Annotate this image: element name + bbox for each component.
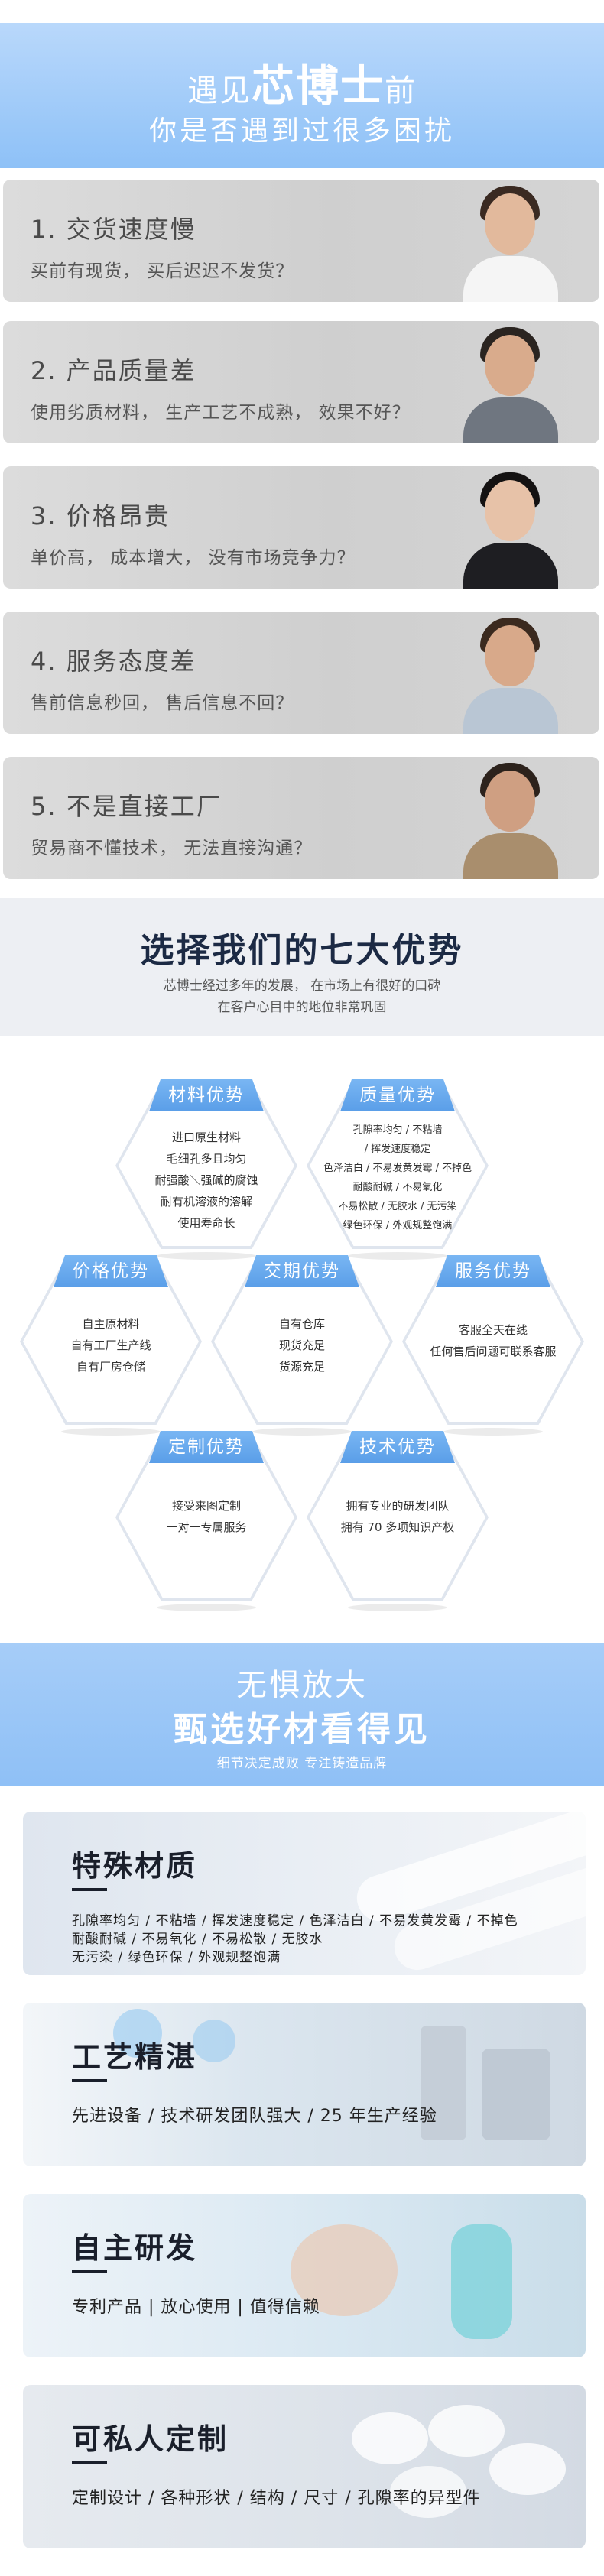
feature-line-1: 孔隙率均匀 / 不粘墙 / 挥发速度稳定 / 色泽洁白 / 不易发黄发霉 / 不… [72, 1913, 518, 1929]
advantage-lines: 自主原材料 自有工厂生产线 自有厂房仓储 [70, 1317, 151, 1374]
problem-card-2: 2. 产品质量差 使用劣质材料， 生产工艺不成熟， 效果不好？ [3, 321, 599, 443]
advantage-quality: 质量优势 孔隙率均匀 / 不粘墙 / 挥发速度稳定 色泽洁白 / 不易发黄发霉 … [302, 1070, 493, 1261]
person-photo [450, 466, 572, 589]
feature-card-research: 自主研发 专利产品 | 放心使用 | 值得信赖 [23, 2194, 586, 2357]
feature-background-image [113, 2009, 550, 2140]
advantages-title: 选择我们的七大优势 [140, 931, 464, 970]
hero-title-post: 前 [385, 73, 417, 109]
person-photo [450, 180, 572, 302]
problem-card-5: 5. 不是直接工厂 贸易商不懂技术， 无法直接沟通？ [3, 757, 599, 879]
fearless-line-1: 无惧放大 [236, 1668, 368, 1703]
advantage-label: 质量优势 [340, 1079, 455, 1111]
feature-divider [72, 2079, 107, 2082]
advantage-lines: 客服全天在线 任何售后问题可联系客服 [430, 1323, 557, 1358]
problem-title: 1. 交货速度慢 [31, 215, 196, 244]
advantage-label: 价格优势 [54, 1255, 168, 1287]
feature-line-2: 耐酸耐碱 / 不易氧化 / 不易松散 / 无胶水 [72, 1932, 323, 1947]
problem-desc: 使用劣质材料， 生产工艺不成熟， 效果不好？ [31, 403, 411, 423]
person-photo [450, 321, 572, 443]
advantage-label: 材料优势 [149, 1079, 264, 1111]
hero-banner: 遇见芯博士前 你是否遇到过很多困扰 [0, 23, 604, 168]
person-photo [450, 612, 572, 734]
feature-line-1: 定制设计 / 各种形状 / 结构 / 尺寸 / 孔隙率的异型件 [72, 2489, 481, 2508]
advantage-tech: 技术优势 拥有专业的研发团队 拥有 70 多项知识产权 [302, 1422, 493, 1613]
problem-card-3: 3. 价格昂贵 单价高， 成本增大， 没有市场竞争力？ [3, 466, 599, 589]
feature-line-1: 专利产品 | 放心使用 | 值得信赖 [72, 2298, 320, 2317]
feature-title: 特殊材质 [72, 1849, 198, 1883]
problem-title: 2. 产品质量差 [31, 356, 196, 385]
feature-divider [72, 1888, 107, 1891]
advantage-material: 材料优势 进口原生材料 毛细孔多且均匀 耐强酸＼强碱的腐蚀 耐有机溶液的溶解 使… [111, 1070, 302, 1261]
hero-title-pre: 遇见 [187, 73, 252, 109]
hero-brand: 芯博士 [252, 62, 385, 112]
fearless-line-3: 细节决定成败 专注铸造品牌 [216, 1756, 388, 1771]
advantage-label: 技术优势 [340, 1431, 455, 1463]
problem-desc: 售前信息秒回， 售后信息不回？ [31, 693, 294, 713]
feature-card-custom: 可私人定制 定制设计 / 各种形状 / 结构 / 尺寸 / 孔隙率的异型件 [23, 2385, 586, 2548]
advantage-delivery: 交期优势 自有仓库 现货充足 货源充足 [206, 1246, 398, 1437]
feature-line-3: 无污染 / 绿色环保 / 外观规整饱满 [72, 1950, 281, 1965]
advantage-custom: 定制优势 接受来图定制 一对一专属服务 [111, 1422, 302, 1613]
advantage-label: 交期优势 [245, 1255, 359, 1287]
problem-desc: 单价高， 成本增大， 没有市场竞争力？ [31, 548, 356, 568]
advantages-subtitle-2: 在客户心目中的地位非常巩固 [217, 1000, 387, 1015]
advantage-lines: 孔隙率均匀 / 不粘墙 / 挥发速度稳定 色泽洁白 / 不易发黄发霉 / 不掉色… [323, 1124, 472, 1231]
feature-title: 工艺精湛 [72, 2040, 198, 2074]
problem-desc: 贸易商不懂技术， 无法直接沟通？ [31, 839, 313, 858]
problem-title: 3. 价格昂贵 [31, 501, 170, 530]
advantage-lines: 接受来图定制 一对一专属服务 [166, 1499, 247, 1534]
advantage-lines: 自有仓库 现货充足 货源充足 [278, 1317, 325, 1374]
feature-divider [72, 2461, 107, 2464]
advantage-label: 定制优势 [149, 1431, 264, 1463]
advantages-subtitle-1: 芯博士经过多年的发展， 在市场上有很好的口碑 [163, 978, 441, 994]
advantages-header: 选择我们的七大优势 芯博士经过多年的发展， 在市场上有很好的口碑 在客户心目中的… [0, 898, 604, 1036]
advantage-label: 服务优势 [436, 1255, 550, 1287]
feature-background-image [352, 2405, 566, 2518]
advantage-price: 价格优势 自主原材料 自有工厂生产线 自有厂房仓储 [15, 1246, 206, 1437]
advantage-lines: 拥有专业的研发团队 拥有 70 多项知识产权 [340, 1499, 455, 1534]
feature-background-image [291, 2224, 512, 2339]
feature-divider [72, 2270, 107, 2273]
fearless-line-2: 甄选好材看得见 [174, 1710, 430, 1749]
feature-line-1: 先进设备 / 技术研发团队强大 / 25 年生产经验 [72, 2107, 437, 2126]
person-photo [450, 757, 572, 879]
problem-card-1: 1. 交货速度慢 买前有现货， 买后迟迟不发货？ [3, 180, 599, 302]
hero-subtitle: 你是否遇到过很多困扰 [148, 115, 455, 147]
fearless-banner: 无惧放大 甄选好材看得见 细节决定成败 专注铸造品牌 [0, 1643, 604, 1786]
hero-title: 遇见芯博士前 [0, 52, 604, 114]
problem-title: 4. 服务态度差 [31, 647, 196, 676]
feature-title: 可私人定制 [72, 2422, 229, 2456]
feature-card-craft: 工艺精湛 先进设备 / 技术研发团队强大 / 25 年生产经验 [23, 2003, 586, 2166]
feature-background-image [356, 1812, 586, 1971]
problem-desc: 买前有现货， 买后迟迟不发货？ [31, 261, 294, 281]
problem-title: 5. 不是直接工厂 [31, 792, 222, 821]
advantage-service: 服务优势 客服全天在线 任何售后问题可联系客服 [398, 1246, 589, 1437]
advantage-lines: 进口原生材料 毛细孔多且均匀 耐强酸＼强碱的腐蚀 耐有机溶液的溶解 使用寿命长 [154, 1131, 258, 1230]
feature-card-material: 特殊材质 孔隙率均匀 / 不粘墙 / 挥发速度稳定 / 色泽洁白 / 不易发黄发… [23, 1812, 586, 1975]
problem-card-4: 4. 服务态度差 售前信息秒回， 售后信息不回？ [3, 612, 599, 734]
feature-title: 自主研发 [72, 2231, 198, 2265]
